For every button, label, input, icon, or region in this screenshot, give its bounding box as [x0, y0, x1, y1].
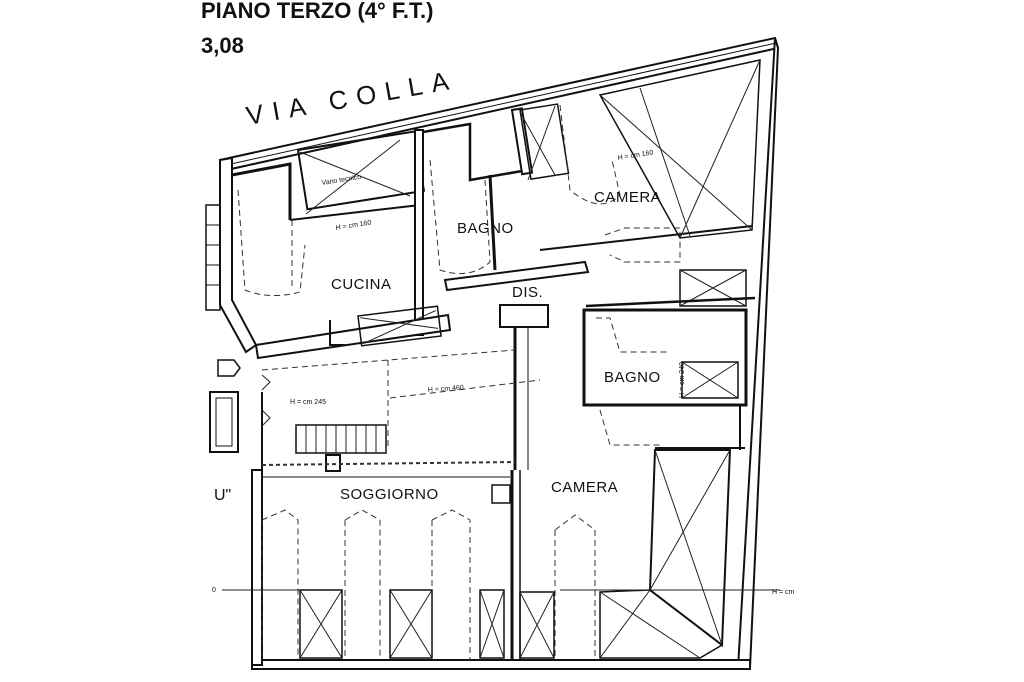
kitchen-room	[231, 129, 452, 360]
height-note-kitchen: H = cm 160	[335, 219, 372, 232]
room-camera-top: CAMERA	[594, 189, 661, 206]
hallway	[499, 269, 756, 470]
room-bagno-right: BAGNO	[604, 369, 661, 386]
exterior-stairs	[205, 204, 241, 453]
height-note-460: H = cm 460	[428, 384, 464, 394]
height-value: 3,08	[201, 33, 244, 58]
height-note-245: H = cm 245	[290, 399, 326, 406]
room-disimpegno: DIS.	[512, 284, 543, 301]
bathroom-right	[582, 308, 748, 450]
room-bagno-top: BAGNO	[457, 220, 514, 237]
room-camera-bottom: CAMERA	[551, 479, 618, 496]
room-cucina: CUCINA	[331, 276, 392, 293]
bedroom-top	[519, 59, 761, 263]
room-soggiorno: SOGGIORNO	[340, 486, 439, 503]
outer-walls	[218, 36, 780, 670]
living-room	[222, 470, 514, 660]
entry-area	[261, 349, 541, 478]
left-tick: 0	[212, 587, 216, 594]
height-note-side: H = cm	[772, 589, 795, 596]
left-mark: U"	[214, 487, 231, 504]
floor-title: PIANO TERZO (4° F.T.)	[201, 0, 433, 23]
height-note-bagno: H = cm 240	[679, 362, 686, 398]
vano-tecnico-label: Vano tecnico	[321, 174, 362, 187]
bedroom-bottom	[519, 447, 780, 660]
